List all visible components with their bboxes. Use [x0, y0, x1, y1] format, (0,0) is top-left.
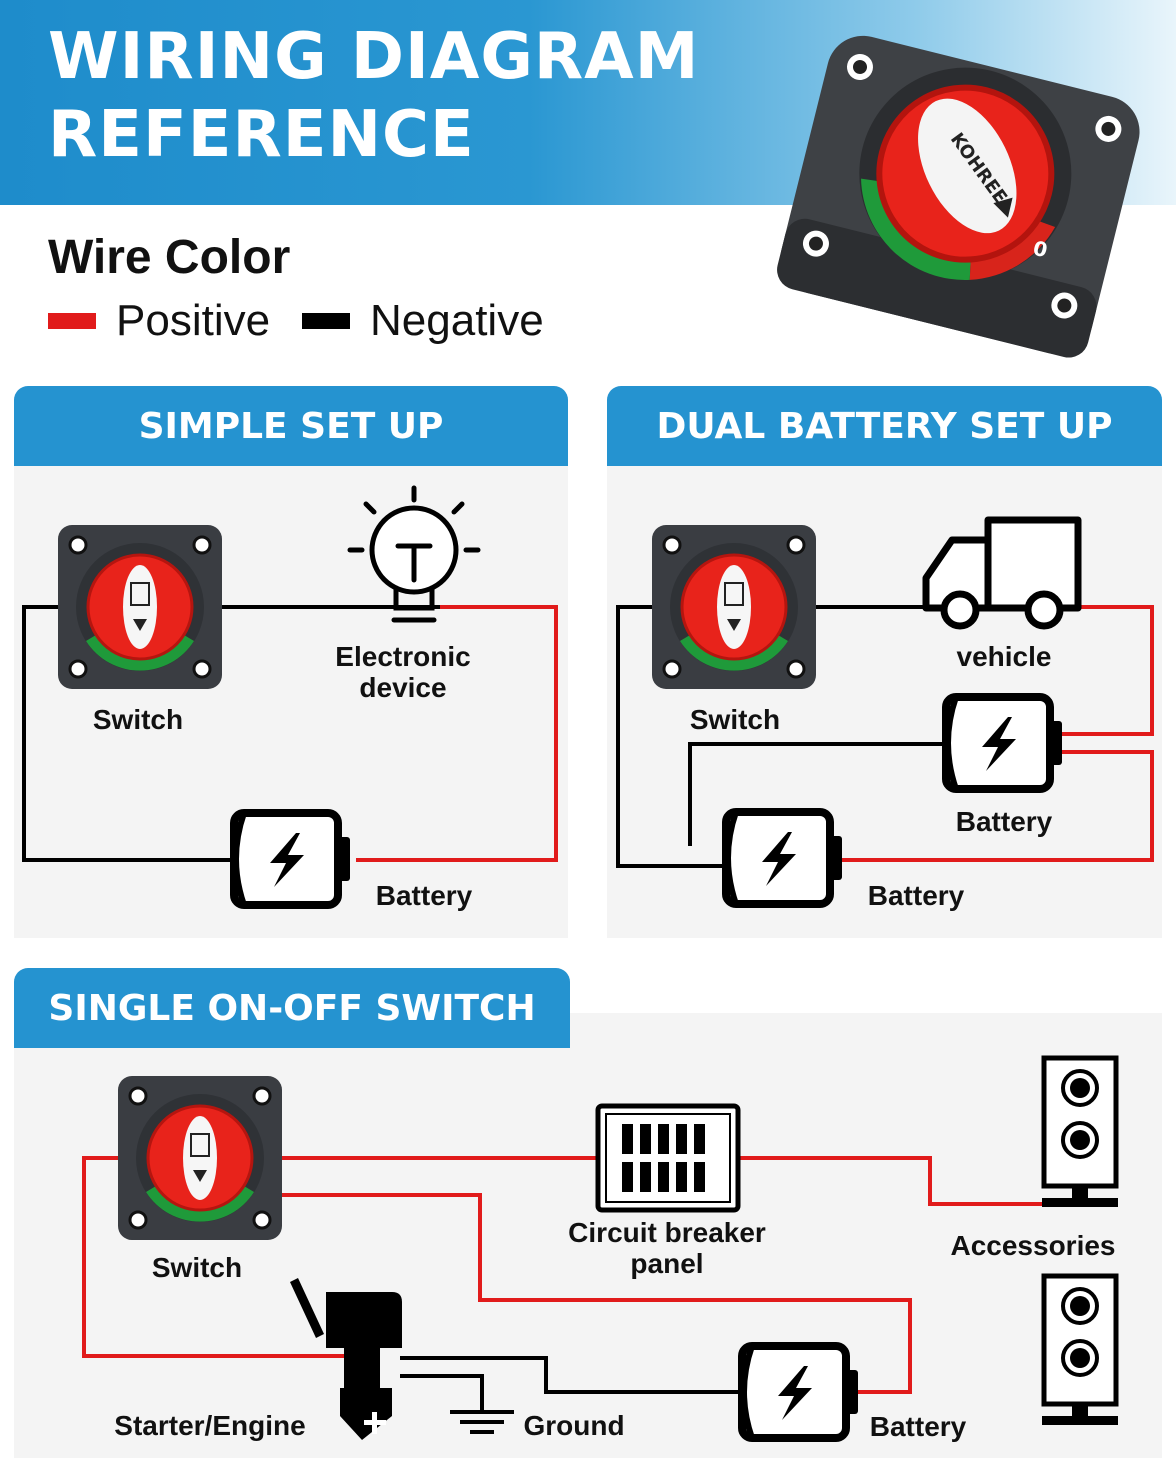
single-battery-label: Battery [869, 1411, 967, 1442]
positive-swatch [48, 313, 96, 329]
simple-positive-wire [356, 605, 558, 862]
wire-color-title: Wire Color [48, 231, 291, 284]
battery-switch-icon-dual [650, 523, 818, 691]
off-mark: 0 [1031, 236, 1050, 263]
outboard-engine-icon [290, 1278, 402, 1440]
dual-battery-label-2: Battery [867, 880, 965, 911]
battery-switch-icon-single [116, 1074, 284, 1242]
legend-positive: Positive [48, 296, 270, 346]
starter-engine-label: Starter/Engine [114, 1410, 306, 1441]
ground-label: Ground [523, 1410, 625, 1441]
product-switch-image: KOHREE 0 [777, 35, 1140, 358]
battery-icon-dual-2 [726, 812, 842, 904]
battery-icon [234, 813, 350, 905]
battery-icon-dual-1 [946, 697, 1062, 789]
dual-negative-wire-a [616, 605, 722, 868]
vehicle-label: vehicle [956, 641, 1052, 672]
battery-icon-single [742, 1346, 858, 1438]
dual-positive-wire-b [840, 750, 1154, 862]
simple-negative-wire [22, 605, 230, 862]
electronic-device-label: Electronic device [335, 641, 471, 703]
truck-icon [922, 516, 1082, 630]
dual-negative-wire-c [688, 742, 945, 846]
simple-battery-label: Battery [375, 880, 473, 911]
simple-switch-label: Switch [92, 704, 184, 735]
ground-icon [450, 1410, 514, 1434]
single-positive-wire-main [82, 1156, 346, 1358]
single-positive-wire-battery [280, 1193, 912, 1394]
speaker-icon [1042, 1058, 1118, 1207]
dual-positive-wire-a [1062, 605, 1154, 736]
accessories-label: Accessories [950, 1230, 1116, 1261]
single-negative-wire-ground [400, 1374, 484, 1410]
light-bulb-icon [347, 485, 481, 623]
single-negative-wire-battery [400, 1356, 738, 1394]
legend-negative: Negative [302, 296, 544, 346]
battery-switch-icon [56, 523, 224, 691]
circuit-breaker-label: Circuit breaker panel [568, 1217, 766, 1279]
dual-battery-label-1: Battery [955, 806, 1053, 837]
page-title: WIRING DIAGRAM REFERENCE [48, 20, 700, 172]
single-switch-header: SINGLE ON-OFF SWITCH [14, 968, 570, 1048]
simple-setup-header: SIMPLE SET UP [14, 386, 568, 466]
single-switch-label: Switch [151, 1252, 243, 1283]
dual-switch-label: Switch [689, 704, 781, 735]
dual-setup-header: DUAL BATTERY SET UP [607, 386, 1162, 466]
negative-swatch [302, 313, 350, 329]
circuit-breaker-icon [595, 1103, 741, 1213]
speaker-icon-2 [1042, 1276, 1118, 1425]
